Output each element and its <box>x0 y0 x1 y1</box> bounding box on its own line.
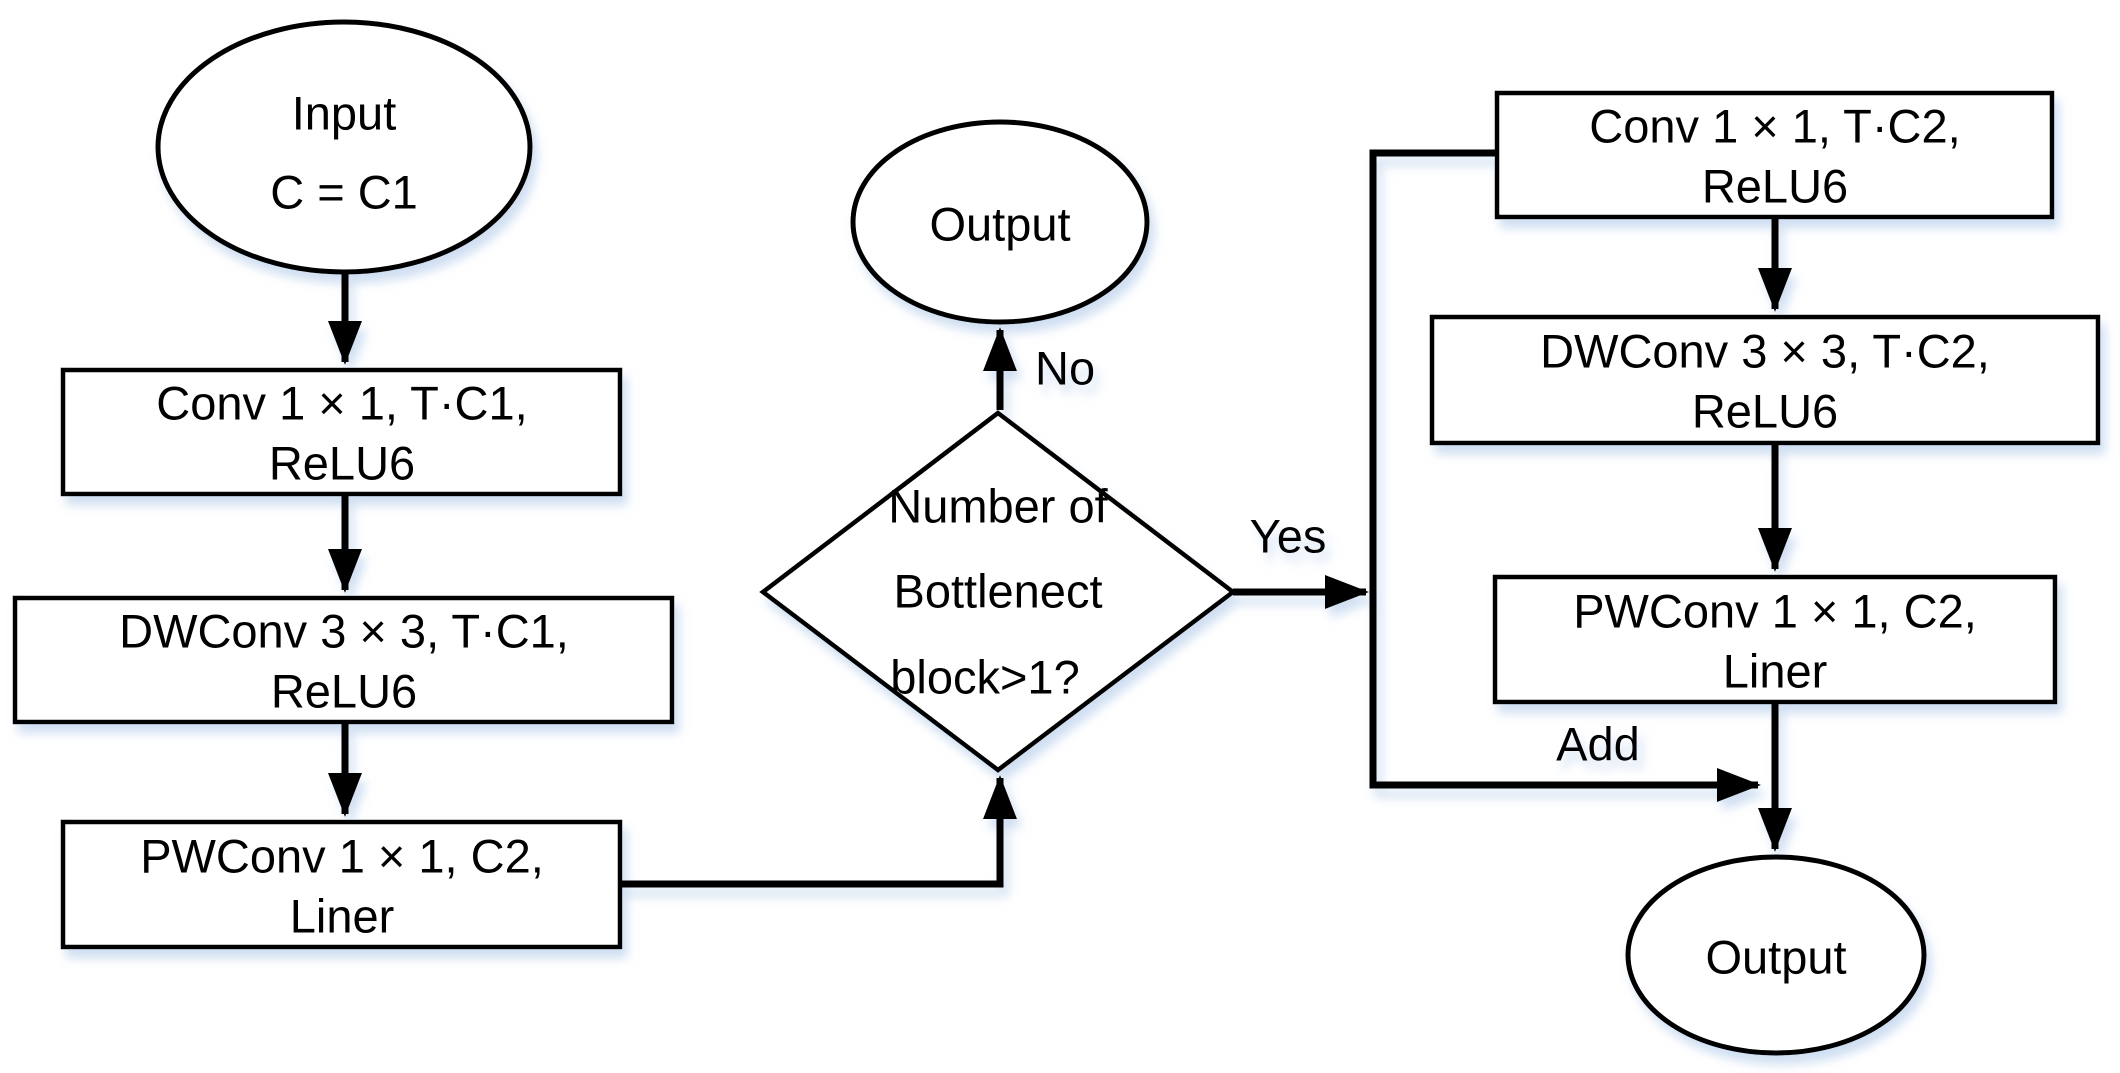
right-pwconv-line2: Liner <box>1723 645 1828 698</box>
decision-line3: block>1? <box>890 651 1079 704</box>
left-conv-line2: ReLU6 <box>269 437 415 490</box>
output-middle-label: Output <box>929 198 1070 251</box>
node-right-conv: Conv 1 × 1, T·C2, ReLU6 <box>1494 90 2055 220</box>
left-dwconv-box <box>12 595 675 725</box>
right-conv-line2: ReLU6 <box>1702 160 1848 213</box>
node-left-conv: Conv 1 × 1, T·C1, ReLU6 <box>60 367 623 497</box>
right-conv-line1: Conv 1 × 1, T·C2, <box>1589 100 1960 153</box>
right-pwconv-line1: PWConv 1 × 1, C2, <box>1573 585 1977 638</box>
left-conv-line1: Conv 1 × 1, T·C1, <box>156 377 527 430</box>
edge-label-yes: Yes <box>1250 510 1327 563</box>
decision-line1: Number of <box>888 480 1108 533</box>
node-right-pwconv: PWConv 1 × 1, C2, Liner <box>1492 574 2058 705</box>
right-conv-box <box>1494 90 2055 220</box>
left-dwconv-line1: DWConv 3 × 3, T·C1, <box>119 605 569 658</box>
node-output-middle: Output <box>850 119 1150 325</box>
edge-label-add: Add <box>1556 718 1640 771</box>
decision-diamond <box>759 410 1237 773</box>
output-middle-ellipse <box>850 119 1150 325</box>
output-right-label: Output <box>1705 931 1846 984</box>
right-dwconv-line1: DWConv 3 × 3, T·C2, <box>1540 325 1990 378</box>
edge-label-no: No <box>1035 342 1095 395</box>
left-pwconv-line2: Liner <box>290 890 395 943</box>
right-dwconv-line2: ReLU6 <box>1692 385 1838 438</box>
input-label-line2: C = C1 <box>270 166 418 219</box>
decision-line2: Bottlenect <box>893 565 1102 618</box>
left-dwconv-line2: ReLU6 <box>271 665 417 718</box>
node-left-pwconv: PWConv 1 × 1, C2, Liner <box>60 819 623 950</box>
left-pwconv-box <box>60 819 623 950</box>
left-pwconv-line1: PWConv 1 × 1, C2, <box>140 830 544 883</box>
right-pwconv-box <box>1492 574 2058 705</box>
right-dwconv-box <box>1429 314 2101 446</box>
input-ellipse <box>155 19 533 275</box>
node-decision: Number of Bottlenect block>1? <box>759 410 1237 773</box>
node-left-dwconv: DWConv 3 × 3, T·C1, ReLU6 <box>12 595 675 725</box>
input-label-line1: Input <box>292 87 397 140</box>
edge-skip-connection-add <box>1369 149 1761 802</box>
node-output-right: Output <box>1625 854 1927 1056</box>
node-right-dwconv: DWConv 3 × 3, T·C2, ReLU6 <box>1429 314 2101 446</box>
node-input: Input C = C1 <box>155 19 533 275</box>
edge-left-pwconv-to-decision <box>620 775 1017 888</box>
left-conv-box <box>60 367 623 497</box>
output-right-ellipse <box>1625 854 1927 1056</box>
